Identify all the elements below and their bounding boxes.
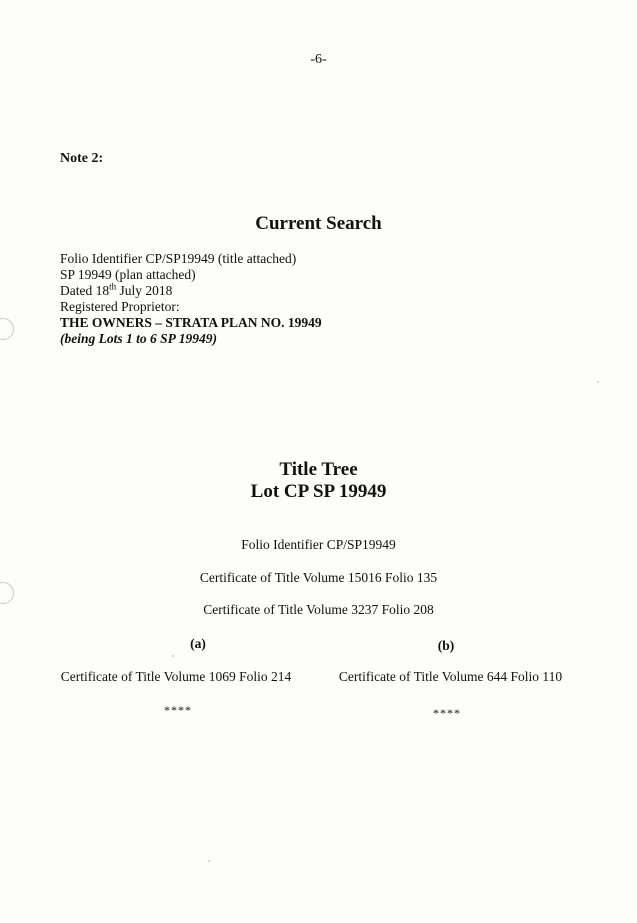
search-plan: SP 19949 (plan attached) [60,267,196,282]
branch-b-marker: **** [433,706,461,720]
current-search-heading: Current Search [255,213,382,234]
dated-prefix: Dated 18 [60,283,110,298]
branch-b-certificate: Certificate of Title Volume 644 Folio 11… [338,669,563,684]
branch-a-certificate: Certificate of Title Volume 1069 Folio 2… [60,669,292,684]
note-label: Note 2: [60,151,104,166]
scan-speck [172,655,174,657]
title-tree-heading: Title Tree Lot CP SP 19949 [0,459,637,503]
current-search-details: Folio Identifier CP/SP19949 (title attac… [60,251,322,347]
branch-a-label: (a) [190,636,206,651]
scan-speck [208,860,210,862]
title-tree-heading-line1: Title Tree [279,459,358,480]
tree-certificate-1: Certificate of Title Volume 15016 Folio … [199,570,438,585]
title-tree-heading-line2: Lot CP SP 19949 [250,481,387,502]
search-folio-identifier: Folio Identifier CP/SP19949 (title attac… [60,251,297,266]
page-number: -6- [310,52,327,67]
registered-proprietor-label: Registered Proprietor: [60,299,180,314]
tree-folio-identifier: Folio Identifier CP/SP19949 [241,537,396,552]
branch-b-label: (b) [437,638,455,653]
binder-hole-mark-top [0,318,14,340]
dated-ordinal-suffix: th [109,281,117,292]
dated-rest: July 2018 [116,283,173,298]
branch-a-marker: **** [164,703,192,717]
tree-certificate-2: Certificate of Title Volume 3237 Folio 2… [203,602,434,617]
proprietor-lots-note: (being Lots 1 to 6 SP 19949) [60,331,217,346]
registered-proprietor-name: THE OWNERS – STRATA PLAN NO. 19949 [60,315,322,330]
scan-speck [597,381,599,383]
search-dated: Dated 18th July 2018 [60,281,322,299]
